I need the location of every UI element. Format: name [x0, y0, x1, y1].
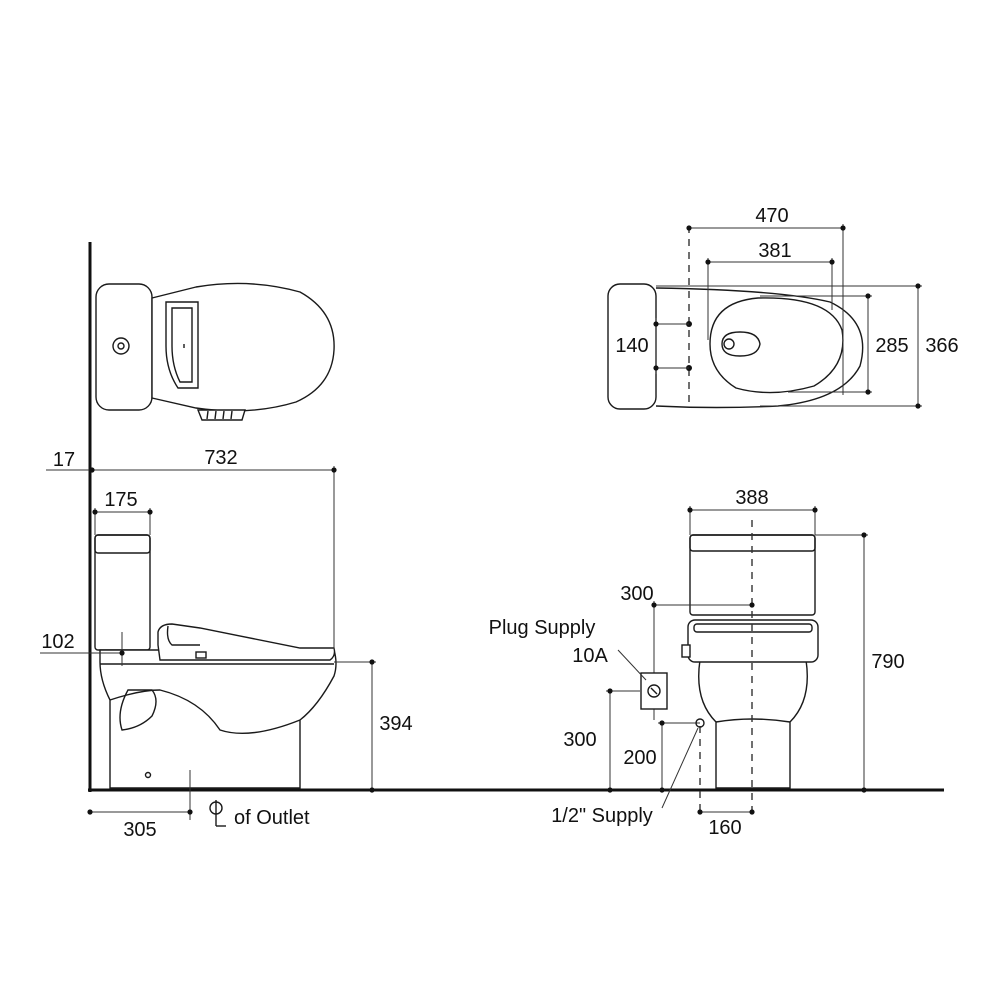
bowl-front	[698, 659, 808, 789]
dim-plug-height: 300	[563, 729, 596, 751]
dim-supply-offset: 160	[708, 817, 741, 839]
dim-bowl-depth: 285	[875, 335, 908, 357]
top-view-bowl: 470 381 140 285 366	[607, 205, 959, 410]
bowl-inner	[709, 297, 844, 394]
dim-tank-depth: 175	[104, 489, 137, 511]
dim-rim-height: 394	[379, 713, 412, 735]
dim-overall-length: 732	[204, 447, 237, 469]
flush-button-icon	[112, 337, 130, 355]
bowl-side	[99, 649, 337, 789]
dim-overall-depth: 366	[925, 335, 958, 357]
side-elevation: 732 17 175 102 394 305 of Outlet	[40, 447, 413, 841]
top-view-with-seat	[95, 282, 335, 421]
plug-rating-label: 10A	[572, 645, 608, 667]
outlet-marker	[144, 771, 152, 779]
plug-supply-label: Plug Supply	[489, 617, 596, 639]
trapway	[119, 689, 157, 731]
supply-label: 1/2" Supply	[551, 805, 653, 827]
plug-leader	[617, 649, 647, 681]
dim-front-width: 388	[735, 487, 768, 509]
seat-control-panel	[165, 301, 199, 389]
dim-tank-bottom: 102	[41, 631, 74, 653]
dim-inner-width: 381	[758, 240, 791, 262]
smart-seat-front	[687, 619, 819, 663]
dim-outlet-distance: 305	[123, 819, 156, 841]
dim-overall-height: 790	[871, 651, 904, 673]
dim-plug-offset: 300	[620, 583, 653, 605]
supply-valve-icon	[695, 718, 705, 728]
dim-wall-gap: 17	[53, 449, 75, 471]
smart-seat-side	[157, 623, 336, 661]
supply-leader	[661, 727, 699, 809]
bowl-outline	[655, 287, 864, 409]
side-control-knobs	[196, 409, 246, 421]
drain-hole	[721, 331, 761, 357]
outlet-label: of Outlet	[234, 807, 310, 829]
dim-fixing-spacing: 140	[615, 335, 648, 357]
dim-outer-width: 470	[755, 205, 788, 227]
front-elevation: 388 790 300 Plug Supply 10A 300 200	[489, 487, 905, 839]
centerline-symbol-icon	[209, 800, 226, 827]
dim-supply-height: 200	[623, 747, 656, 769]
